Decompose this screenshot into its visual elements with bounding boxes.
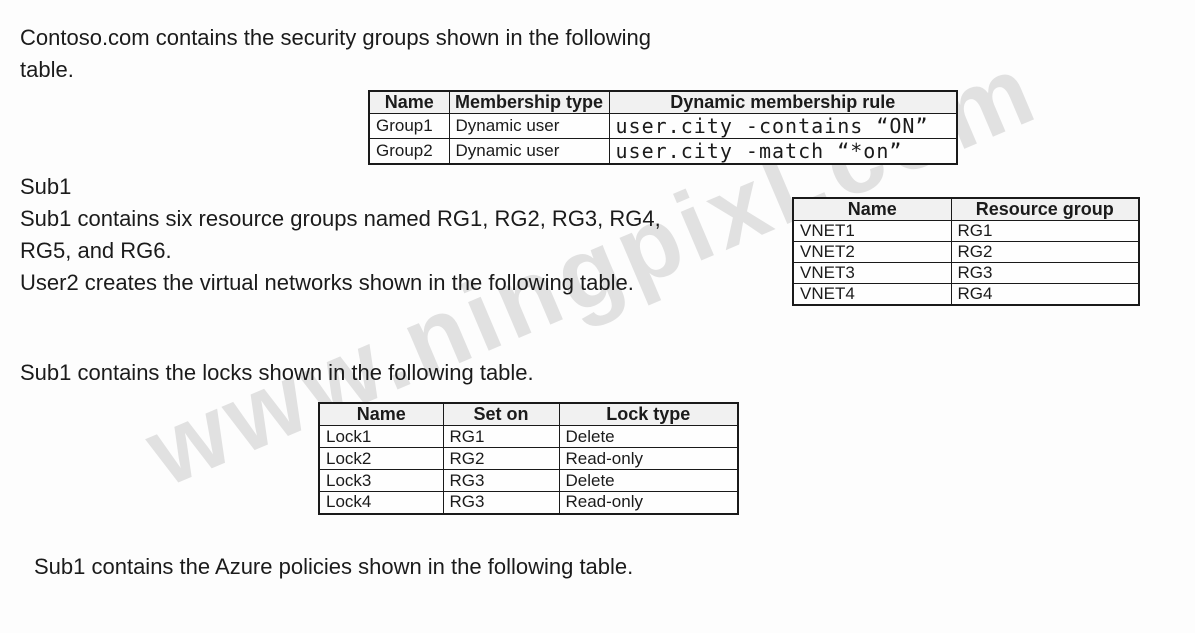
header-cell-name: Name (792, 197, 952, 221)
intro-line-2: table. (20, 57, 74, 82)
cell-lock-type: Read-only (558, 447, 739, 470)
cell-lock-name: Lock3 (318, 469, 444, 492)
sub1-heading: Sub1 (20, 174, 72, 199)
cell-dynamic-rule: user.city -match “*on” (608, 138, 958, 165)
header-cell-name: Name (368, 90, 450, 114)
sub1-line-1: Sub1 contains six resource groups named … (20, 206, 661, 231)
table-header-row: Name Set on Lock type (318, 402, 739, 426)
table-row: Group2 Dynamic user user.city -match “*o… (368, 138, 958, 165)
table-row: Group1 Dynamic user user.city -contains … (368, 113, 958, 139)
cell-dynamic-rule: user.city -contains “ON” (608, 113, 958, 139)
locks-table: Name Set on Lock type Lock1 RG1 Delete L… (318, 402, 739, 515)
policies-intro-line: Sub1 contains the Azure policies shown i… (34, 554, 634, 579)
cell-vnet-name: VNET3 (792, 262, 952, 284)
sub1-line-3: User2 creates the virtual networks shown… (20, 270, 634, 295)
table-row: Lock1 RG1 Delete (318, 425, 739, 448)
cell-resource-group: RG2 (950, 241, 1140, 263)
intro-paragraph: Contoso.com contains the security groups… (20, 22, 651, 86)
table-row: VNET4 RG4 (792, 283, 1140, 306)
header-cell-name: Name (318, 402, 444, 426)
cell-set-on: RG3 (442, 469, 560, 492)
table-header-row: Name Resource group (792, 197, 1140, 221)
cell-set-on: RG1 (442, 425, 560, 448)
intro-line-1: Contoso.com contains the security groups… (20, 25, 652, 50)
sub1-paragraph: Sub1 Sub1 contains six resource groups n… (20, 171, 661, 299)
cell-lock-name: Lock4 (318, 491, 444, 514)
cell-resource-group: RG1 (950, 220, 1140, 242)
cell-group-name: Group2 (368, 138, 450, 165)
policies-intro-paragraph: Sub1 contains the Azure policies shown i… (34, 551, 633, 583)
table-row: VNET3 RG3 (792, 262, 1140, 284)
cell-lock-name: Lock2 (318, 447, 444, 470)
table-row: Lock4 RG3 Read-only (318, 491, 739, 514)
cell-membership-type: Dynamic user (448, 113, 610, 139)
locks-intro-paragraph: Sub1 contains the locks shown in the fol… (20, 357, 534, 389)
cell-resource-group: RG4 (950, 283, 1140, 306)
header-cell-set-on: Set on (442, 402, 560, 426)
header-cell-resource-group: Resource group (950, 197, 1140, 221)
cell-lock-type: Delete (558, 425, 739, 448)
cell-vnet-name: VNET1 (792, 220, 952, 242)
cell-lock-type: Read-only (558, 491, 739, 514)
table-row: VNET2 RG2 (792, 241, 1140, 263)
cell-set-on: RG2 (442, 447, 560, 470)
sub1-line-2: RG5, and RG6. (20, 238, 172, 263)
header-cell-dynamic-rule: Dynamic membership rule (608, 90, 958, 114)
cell-resource-group: RG3 (950, 262, 1140, 284)
cell-membership-type: Dynamic user (448, 138, 610, 165)
cell-group-name: Group1 (368, 113, 450, 139)
cell-vnet-name: VNET4 (792, 283, 952, 306)
cell-set-on: RG3 (442, 491, 560, 514)
header-cell-membership-type: Membership type (448, 90, 610, 114)
table-header-row: Name Membership type Dynamic membership … (368, 90, 958, 114)
table-row: Lock3 RG3 Delete (318, 469, 739, 492)
virtual-networks-table: Name Resource group VNET1 RG1 VNET2 RG2 … (792, 197, 1140, 306)
locks-intro-line: Sub1 contains the locks shown in the fol… (20, 360, 534, 385)
table-row: VNET1 RG1 (792, 220, 1140, 242)
cell-lock-name: Lock1 (318, 425, 444, 448)
cell-lock-type: Delete (558, 469, 739, 492)
header-cell-lock-type: Lock type (558, 402, 739, 426)
security-groups-table: Name Membership type Dynamic membership … (368, 90, 958, 165)
cell-vnet-name: VNET2 (792, 241, 952, 263)
table-row: Lock2 RG2 Read-only (318, 447, 739, 470)
